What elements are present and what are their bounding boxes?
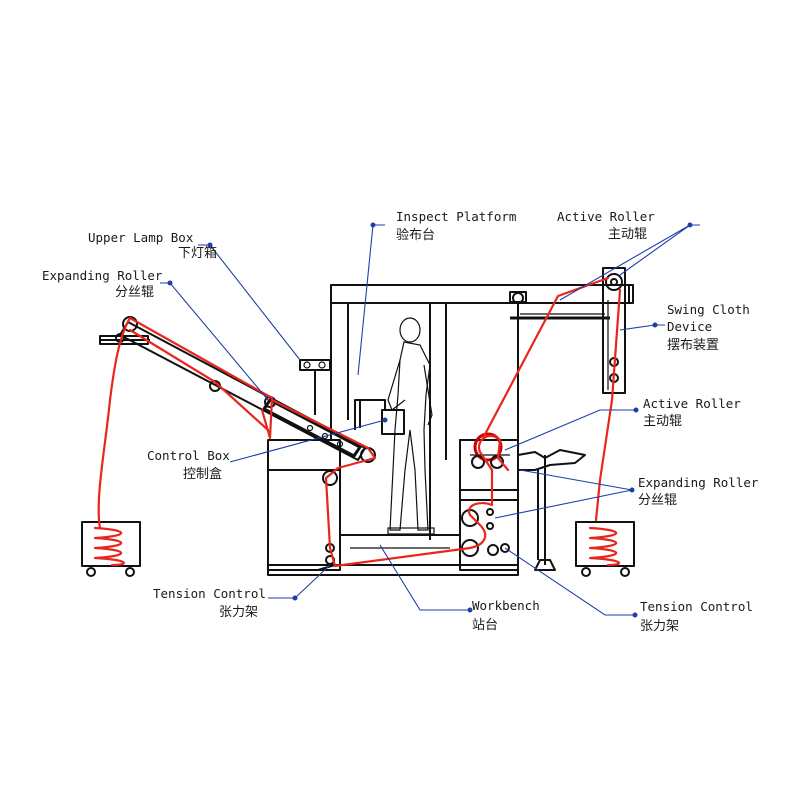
tension-control-right-zh: 张力架: [640, 619, 679, 634]
label-tension-control-right: Tension Control 张力架: [640, 599, 753, 634]
workbench-zh: 站台: [472, 618, 498, 633]
operator-area: [354, 317, 435, 535]
inspect-platform-zh: 验布台: [396, 227, 435, 243]
workbench-en: Workbench: [472, 598, 540, 613]
tension-control-left-zh: 张力架: [219, 605, 258, 620]
label-workbench: Workbench 站台: [472, 598, 540, 633]
control-box-zh: 控制盒: [183, 466, 222, 482]
machine-frame: [267, 284, 630, 576]
label-expanding-roller-left: Expanding Roller 分丝辊: [42, 268, 163, 300]
left-cloth-box: [81, 521, 141, 577]
swing-cloth-device-en-2: Device: [667, 319, 712, 334]
leader-lines: [160, 222, 700, 618]
label-tension-control-left: Tension Control 张力架: [153, 586, 266, 620]
swing-cloth-device-en-1: Swing Cloth: [667, 302, 750, 317]
right-machinery: [459, 267, 634, 571]
label-upper-lamp-box: Upper Lamp Box 下灯箱: [88, 230, 217, 261]
inspect-platform-en: Inspect Platform: [396, 209, 516, 224]
expanding-roller-left-en: Expanding Roller: [42, 268, 163, 283]
active-roller-mid-zh: 主动辊: [643, 414, 682, 429]
upper-lamp-box-zh: 下灯箱: [178, 245, 217, 261]
tension-control-right-en: Tension Control: [640, 599, 753, 614]
label-expanding-roller-right: Expanding Roller 分丝辊: [638, 475, 759, 508]
tension-control-left-en: Tension Control: [153, 586, 266, 601]
active-roller-top-en: Active Roller: [557, 209, 655, 224]
label-swing-cloth-device: Swing Cloth Device 摆布装置: [667, 302, 750, 353]
expanding-roller-right-en: Expanding Roller: [638, 475, 759, 490]
operator-figure: [387, 317, 435, 535]
label-active-roller-mid: Active Roller 主动辊: [643, 396, 741, 429]
control-box-en: Control Box: [147, 448, 230, 463]
expanding-roller-right-zh: 分丝辊: [638, 493, 677, 508]
label-inspect-platform: Inspect Platform 验布台: [396, 209, 516, 243]
label-control-box: Control Box 控制盒: [147, 448, 230, 482]
expanding-roller-left-zh: 分丝辊: [115, 285, 154, 300]
right-cloth-box: [575, 521, 635, 577]
swing-cloth-device-zh: 摆布装置: [667, 338, 719, 353]
active-roller-top-zh: 主动辊: [608, 227, 647, 242]
fabric-path: [93, 276, 622, 568]
upper-lamp-box-en: Upper Lamp Box: [88, 230, 194, 245]
active-roller-mid-en: Active Roller: [643, 396, 741, 411]
label-active-roller-top: Active Roller 主动辊: [557, 209, 655, 242]
